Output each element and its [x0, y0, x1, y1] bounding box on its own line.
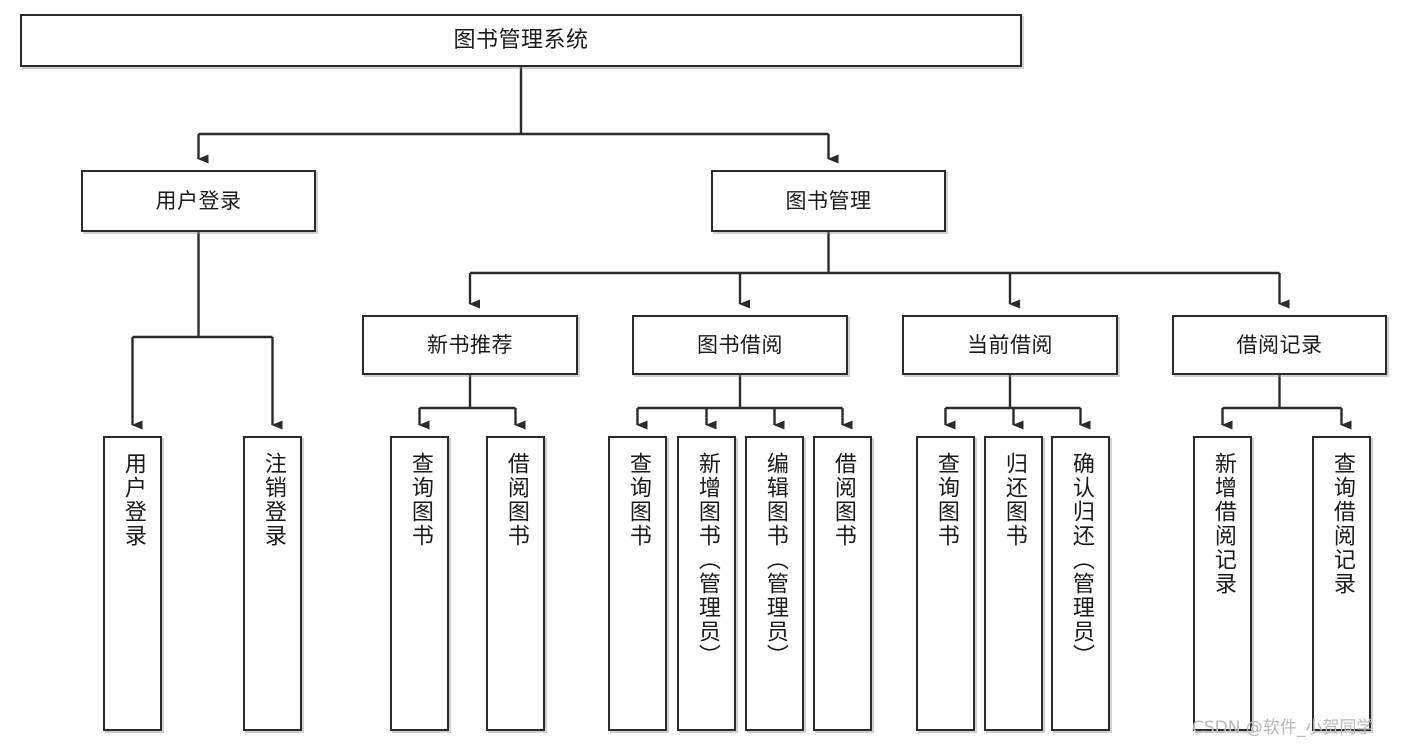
node-label: 查询借阅记录	[1329, 452, 1355, 596]
node-label: 新增图书（管理员）	[694, 452, 720, 668]
node-label: 图书借阅	[697, 332, 783, 357]
node-label: 查询图书	[625, 452, 651, 548]
node-l2-records[interactable]: 借阅记录	[1172, 315, 1387, 375]
node-label: 用户登录	[120, 452, 146, 548]
node-label: 借阅图书	[503, 452, 529, 548]
node-l2-borrow[interactable]: 图书借阅	[632, 315, 848, 375]
node-l3-c1[interactable]: 查询图书	[608, 436, 667, 731]
node-l1-login[interactable]: 用户登录	[81, 170, 316, 232]
node-label: 确认归还（管理员）	[1068, 452, 1094, 668]
node-label: 当前借阅	[967, 332, 1053, 357]
node-label: 新书推荐	[427, 332, 513, 357]
node-label: 查询图书	[933, 452, 959, 548]
node-label: 借阅记录	[1236, 332, 1323, 357]
node-l3-a2[interactable]: 注销登录	[243, 436, 302, 731]
node-l3-d3[interactable]: 确认归还（管理员）	[1051, 436, 1110, 731]
node-l1-bookmgr[interactable]: 图书管理	[711, 170, 946, 232]
node-label: 注销登录	[260, 452, 286, 548]
node-label: 编辑图书（管理员）	[762, 452, 788, 668]
node-l3-c3[interactable]: 编辑图书（管理员）	[745, 436, 804, 731]
node-l2-current[interactable]: 当前借阅	[902, 315, 1118, 375]
node-l2-newbook[interactable]: 新书推荐	[362, 315, 578, 375]
node-label: 借阅图书	[830, 452, 856, 548]
node-label: 用户登录	[155, 188, 242, 213]
node-l3-d2[interactable]: 归还图书	[984, 436, 1043, 731]
node-label: 查询图书	[407, 452, 433, 548]
node-label: 图书管理	[785, 188, 872, 213]
node-label: 图书管理系统	[453, 27, 589, 53]
node-l3-e2[interactable]: 查询借阅记录	[1312, 436, 1371, 731]
node-label: 归还图书	[1001, 452, 1027, 548]
node-root[interactable]: 图书管理系统	[20, 14, 1022, 67]
node-l3-d1[interactable]: 查询图书	[916, 436, 975, 731]
node-l3-a1[interactable]: 用户登录	[103, 436, 162, 731]
node-l3-b2[interactable]: 借阅图书	[486, 436, 545, 731]
node-l3-b1[interactable]: 查询图书	[390, 436, 449, 731]
watermark: CSDN @软件_小贺同学	[1192, 718, 1374, 738]
node-l3-e1[interactable]: 新增借阅记录	[1193, 436, 1252, 731]
node-label: 新增借阅记录	[1210, 452, 1236, 596]
node-l3-c2[interactable]: 新增图书（管理员）	[677, 436, 736, 731]
node-l3-c4[interactable]: 借阅图书	[813, 436, 872, 731]
